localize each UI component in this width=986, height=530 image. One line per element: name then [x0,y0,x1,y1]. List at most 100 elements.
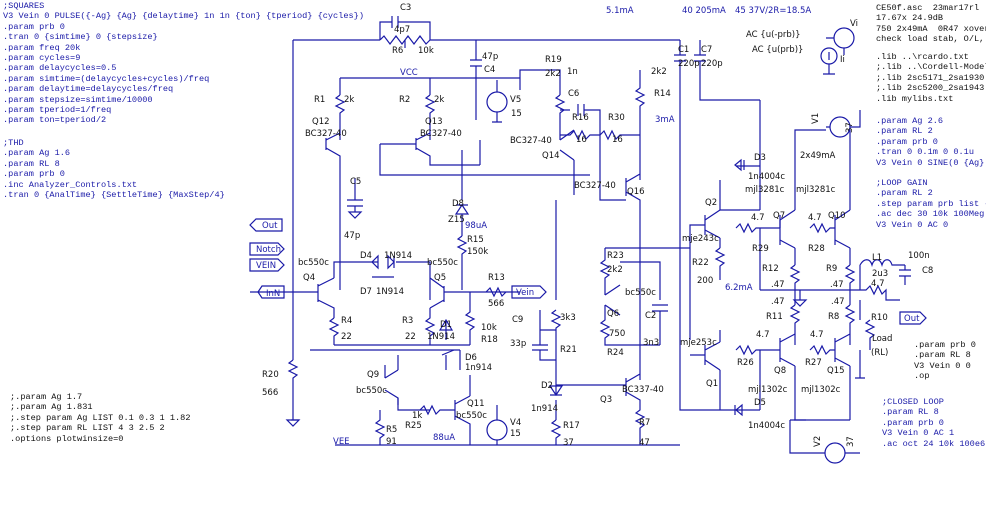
directive-squares: ;SQUARES V3 Vein 0 PULSE({-Ag} {Ag} {del… [3,1,364,126]
r29-ref: R29 [752,244,769,254]
q12-model: BC327-40 [305,129,347,139]
q6-model: bc550c [625,288,656,298]
q3-model: BC337-40 [622,385,664,395]
d6-model: 1n914 [465,363,492,373]
q3-ref: Q3 [600,395,612,405]
c7-ref: C7 [701,45,712,55]
r9-value: .47 [830,280,844,290]
r10-ref: R10 [871,313,888,323]
r10-value: 4.7 [871,279,885,289]
port-out[interactable]: Out [249,218,283,232]
q13-model: BC327-40 [420,129,462,139]
r5-value: 91 [386,437,397,447]
directive-thd: ;THD .param Ag 1.6 .param RL 8 .param pr… [3,138,225,201]
c4-ref: C4 [484,65,495,75]
d5-ref: D5 [754,398,766,408]
r22-current: 6.2mA [725,283,753,293]
d2-ref: D2 [541,381,553,391]
bias-current: 2x49mA [800,151,836,161]
d6-ref: D6 [465,353,477,363]
port-out-right[interactable]: Out [899,311,927,325]
r30-ref: R30 [608,113,625,123]
directive-closed-loop: ;CLOSED LOOP .param RL 8 .param prb 0 V3… [882,397,986,449]
r7-value: 47 [639,438,650,448]
r13-value: 566 [488,299,504,309]
r3-ref: R3 [402,316,413,326]
v5-value: 15 [511,109,522,119]
q10-model: mjl3281c [796,185,836,195]
port-inn-label: InN [266,289,280,299]
d8-current: 98uA [465,221,487,231]
q2-ref: Q2 [705,198,717,208]
load-value: (RL) [871,348,888,358]
r8-value: .47 [831,297,845,307]
q9-ref: Q9 [367,370,379,380]
r20-ref: R20 [262,370,279,380]
q5-ref: Q5 [434,273,446,283]
q16-model: BC327-40 [574,181,616,191]
top-mid-annotation: 40 205mA [682,6,726,16]
directive-libs: .lib ..\rcardo.txt ;.lib ..\Cordell-Mode… [876,52,986,104]
c6-ref: C6 [568,89,579,99]
r14-current: 3mA [655,115,675,125]
r30-value: 16 [612,135,623,145]
c9-value: 33p [510,339,526,349]
q11-model: bc550c [456,411,487,421]
port-notch-label: Notch [256,245,281,255]
r11-value: .47 [771,297,785,307]
d3-ref: D3 [754,153,766,163]
d5-model: 1n4004c [748,421,785,431]
port-out-right-label: Out [904,314,920,324]
r16-value: 16 [576,135,587,145]
port-vein[interactable]: VEIN [249,258,285,272]
r11-ref: R11 [766,312,783,322]
q4-model: bc550c [298,258,329,268]
r5-ref: R5 [386,425,397,435]
c1-value: 220p [678,59,700,69]
r6-ref: R6 [392,46,403,56]
r23-value: 2k2 [607,265,623,275]
v1-ref: V1 [811,113,821,124]
port-out-label: Out [262,221,278,231]
q14-model: BC327-40 [510,136,552,146]
c4-value: 47p [482,52,498,62]
r14-value: 2k2 [651,67,667,77]
vi-ref: Vi [850,19,858,29]
r1-ref: R1 [314,95,325,105]
c2-value: 3n3 [643,338,659,348]
port-notch[interactable]: Notch [249,242,285,256]
r17-ref: R17 [563,421,580,431]
r19-ref: R19 [545,55,562,65]
port-vein-input-label: Vein [516,288,534,298]
vcc-net: VCC [400,68,418,78]
port-vein-input[interactable]: Vein [511,285,547,299]
d8-ref: D8 [452,199,464,209]
directive-op: .param prb 0 .param RL 8 V3 Vein 0 0 .op [914,340,976,382]
q7-model: mjl3281c [745,185,785,195]
v2-ref: V2 [813,436,823,447]
r4-ref: R4 [341,316,352,326]
r21-ref: R21 [560,345,577,355]
ground-symbols [291,211,806,421]
q12-ref: Q12 [312,117,330,127]
q9-model: bc550c [356,386,387,396]
r3-value: 22 [405,332,416,342]
v4-value: 15 [510,429,521,439]
r14-ref: R14 [654,89,671,99]
labels: C3 4p7 R6 10k 47p C4 VCC R19 2k2 1n 2k2 … [262,3,933,448]
l1-value: 2u3 [872,269,888,279]
q7-ref: Q7 [773,211,785,221]
r18-value: 10k [481,323,497,333]
c6-value: 1n [567,67,578,77]
l1-ref: L1 [872,253,882,263]
c3-ref: C3 [400,3,411,13]
r28-ref: R28 [808,244,825,254]
r25-ref: R25 [405,421,422,431]
d2-model: 1n914 [531,404,558,414]
port-inn[interactable]: InN [257,285,285,299]
r8-ref: R8 [828,312,839,322]
q10-ref: Q10 [828,211,846,221]
q15-ref: Q15 [827,366,845,376]
c8-value: 100n [908,251,930,261]
q11-ref: Q11 [467,399,485,409]
